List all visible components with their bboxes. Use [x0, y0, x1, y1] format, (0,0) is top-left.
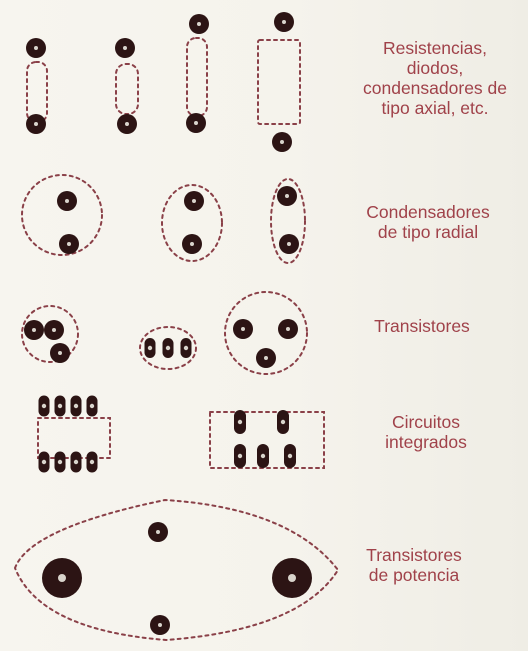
label-ics-line-1: Circuitos — [391, 412, 461, 432]
pad-hole — [287, 242, 291, 246]
pad-hole — [34, 122, 38, 126]
label-transistors: Transistores — [340, 316, 504, 336]
pad-hole — [192, 199, 196, 203]
label-power-line-2: de potencia — [368, 565, 460, 585]
pad-hole — [57, 403, 63, 409]
pad-hole — [286, 327, 290, 331]
pad-hole — [147, 345, 153, 351]
label-transistors-line-1: Transistores — [374, 316, 470, 336]
label-axial-components: Resistencias, diodos, condensadores de t… — [342, 38, 528, 118]
pad-hole — [41, 459, 47, 465]
label-axial-line-3: condensadores de — [363, 78, 507, 98]
pad-hole — [260, 453, 266, 459]
pad-hole — [288, 574, 296, 582]
pad-hole — [156, 530, 160, 534]
pad-hole — [190, 242, 194, 246]
axial-outline — [26, 61, 48, 123]
label-power-transistors: Transistores de potencia — [340, 545, 488, 585]
pad-hole — [237, 453, 243, 459]
axial-outline — [186, 37, 208, 117]
pad-hole — [67, 242, 71, 246]
pad-hole — [89, 403, 95, 409]
pad-hole — [280, 140, 284, 144]
radial-outline — [161, 184, 223, 262]
pad-hole — [58, 351, 62, 355]
pad-hole — [237, 419, 243, 425]
pad-hole — [280, 419, 286, 425]
axial-outline — [257, 39, 301, 125]
pad-hole — [57, 459, 63, 465]
label-ics-line-2: integrados — [385, 432, 467, 452]
pad-hole — [73, 459, 79, 465]
transistor-outline — [224, 291, 308, 375]
pad-hole — [158, 623, 162, 627]
label-axial-line-1: Resistencias, — [382, 38, 488, 58]
pad-hole — [285, 194, 289, 198]
axial-outline — [115, 63, 139, 115]
pad-hole — [58, 574, 66, 582]
label-radial-line-1: Condensadores — [366, 202, 490, 222]
pad-hole — [287, 453, 293, 459]
pad-hole — [264, 356, 268, 360]
pad-hole — [41, 403, 47, 409]
radial-outline — [270, 178, 306, 264]
pad-hole — [125, 122, 129, 126]
label-axial-line-2: diodos, — [406, 58, 464, 78]
label-integrated-circuits: Circuitos integrados — [344, 412, 508, 452]
ic-outline — [209, 411, 325, 469]
pad-hole — [73, 403, 79, 409]
radial-outline — [21, 174, 103, 256]
transistor-outline — [139, 326, 197, 370]
power-transistor-outline — [13, 498, 340, 642]
label-radial-line-2: de tipo radial — [377, 222, 479, 242]
pad-hole — [34, 46, 38, 50]
label-radial-capacitors: Condensadores de tipo radial — [342, 202, 514, 242]
pad-hole — [89, 459, 95, 465]
label-axial-line-4: tipo axial, etc. — [381, 98, 489, 118]
pad-hole — [282, 20, 286, 24]
transistor-outline — [21, 305, 79, 363]
pad-hole — [32, 328, 36, 332]
pad-hole — [194, 121, 198, 125]
pad-hole — [165, 345, 171, 351]
label-power-line-1: Transistores — [366, 545, 462, 565]
pad-hole — [241, 327, 245, 331]
pad-hole — [52, 328, 56, 332]
pad-hole — [123, 46, 127, 50]
pad-hole — [183, 345, 189, 351]
pad-hole — [65, 199, 69, 203]
pad-hole — [197, 22, 201, 26]
